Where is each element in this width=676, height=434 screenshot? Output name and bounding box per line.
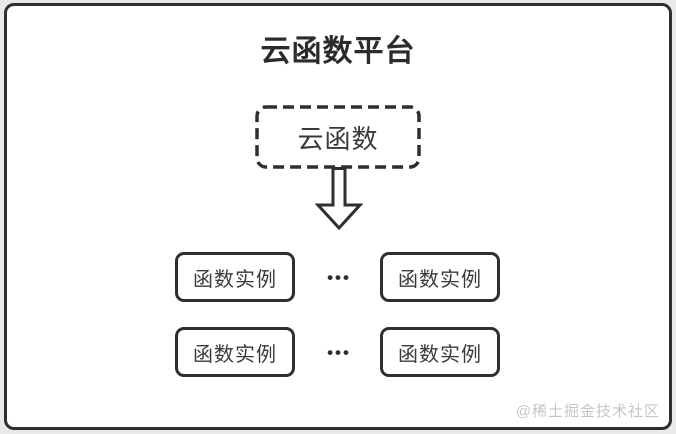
function-instance-node: 函数实例 [175, 327, 295, 377]
function-instance-node: 函数实例 [380, 252, 500, 302]
function-instance-label: 函数实例 [193, 343, 277, 366]
down-arrow-icon [315, 167, 363, 230]
cloud-function-label: 云函数 [297, 123, 379, 154]
ellipsis-separator: ••• [327, 343, 351, 362]
function-instance-node: 函数实例 [175, 252, 295, 302]
watermark: @稀土掘金技术社区 [515, 403, 660, 420]
function-instance-label: 函数实例 [193, 268, 277, 291]
diagram-title: 云函数平台 [260, 35, 416, 68]
ellipsis-separator: ••• [327, 268, 351, 287]
function-instance-label: 函数实例 [398, 268, 482, 291]
cloud-function-node: 云函数 [255, 105, 421, 169]
function-instance-node: 函数实例 [380, 327, 500, 377]
function-instance-label: 函数实例 [398, 343, 482, 366]
dashed-border [255, 105, 421, 169]
